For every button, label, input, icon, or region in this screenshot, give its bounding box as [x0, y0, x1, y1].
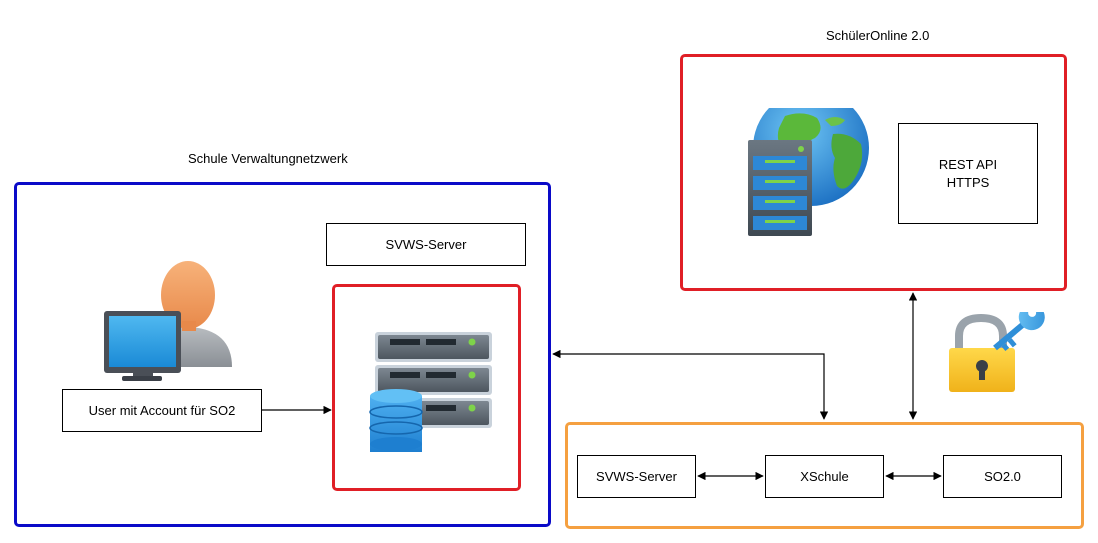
- node-so2: SO2.0: [943, 455, 1062, 498]
- user-account-label: User mit Account für SO2: [88, 402, 236, 418]
- svws-server-label: SVWS-Server: [385, 236, 467, 252]
- school-network-frame: [14, 182, 551, 527]
- node-xschule-label: XSchule: [800, 468, 849, 484]
- school-network-title: Schule Verwaltungnetzwerk: [188, 151, 348, 166]
- exchange-frame: [565, 422, 1084, 529]
- schueler-online-frame: [680, 54, 1067, 291]
- user-account-box: User mit Account für SO2: [62, 389, 262, 432]
- node-xschule: XSchule: [765, 455, 884, 498]
- web-server-globe-icon: [748, 108, 869, 236]
- svws-server-label-box: SVWS-Server: [326, 223, 526, 266]
- schueler-online-title: SchülerOnline 2.0: [826, 28, 930, 43]
- rest-api-label: REST API: [938, 156, 998, 172]
- rest-api-box: REST API HTTPS: [898, 123, 1038, 224]
- node-svws-server-label: SVWS-Server: [596, 468, 677, 484]
- padlock-key-icon: [949, 312, 1045, 392]
- node-so2-label: SO2.0: [984, 468, 1021, 484]
- school-server-frame: [332, 284, 521, 491]
- https-label: HTTPS: [946, 174, 990, 190]
- node-svws-server: SVWS-Server: [577, 455, 696, 498]
- server-exchange-arrow: [552, 349, 829, 420]
- server-rack-database-icon: [369, 332, 492, 452]
- user-computer-icon: [104, 261, 232, 381]
